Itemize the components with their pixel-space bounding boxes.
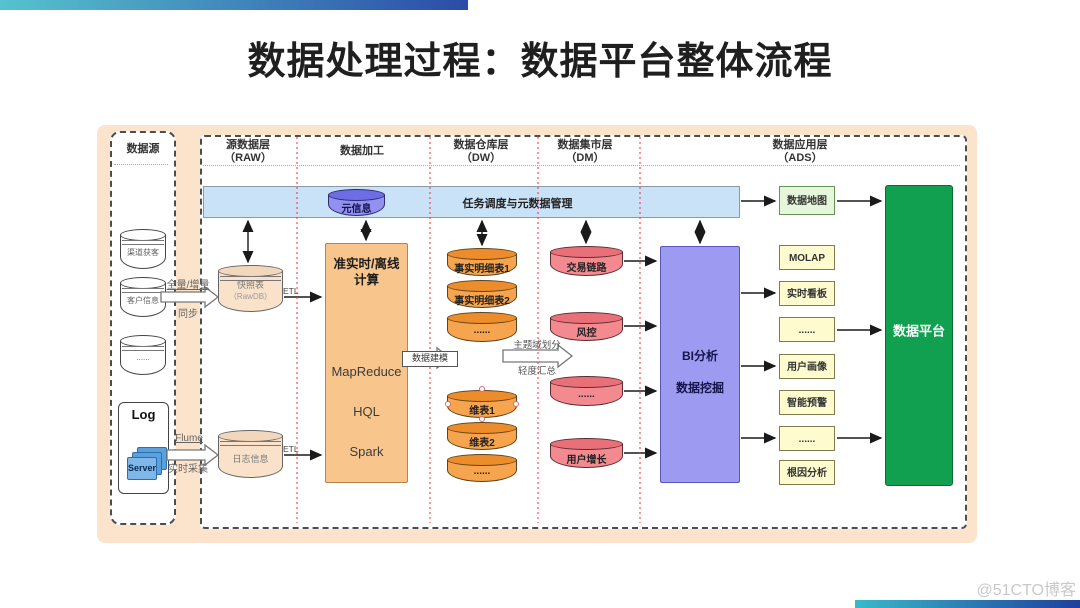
- mart-cylinder-trade: 交易链路: [550, 246, 623, 276]
- app-box-rootcause: 根因分析: [779, 460, 835, 485]
- mart-cylinder-more: ......: [550, 376, 623, 406]
- diagram-canvas: 数据源 渠道获客 客户信息 ...... Log Server: [97, 125, 977, 543]
- top-gradient-bar: [0, 0, 468, 10]
- data-map-box: 数据地图: [779, 186, 835, 215]
- scheduler-bar-label: 任务调度与元数据管理: [462, 198, 573, 210]
- edge-label-light-agg: 轻度汇总: [517, 366, 556, 377]
- edge-label-flume: Flume: [175, 433, 203, 444]
- edge-label-sync: 同步: [178, 309, 198, 320]
- mart-cylinder-risk: 风控: [550, 312, 623, 341]
- edge-label-etl-1: ETL: [283, 286, 299, 296]
- app-box-dashboard: 实时看板: [779, 281, 835, 306]
- scheduler-bar: 任务调度与元数据管理: [203, 186, 740, 218]
- bi-box: BI分析 数据挖掘: [660, 246, 740, 483]
- column-header-dw: 数据仓库层（DW）: [453, 139, 509, 164]
- column-header-raw: 源数据层（RAW）: [224, 139, 272, 164]
- column-header-dm: 数据集市层（DM）: [557, 139, 613, 164]
- edge-label-etl-2: ETL: [283, 444, 299, 454]
- mart-cylinder-growth: 用户增长: [550, 438, 623, 468]
- edge-label-modeling: 数据建模: [402, 351, 458, 367]
- bottom-gradient-bar: [855, 600, 1080, 608]
- server-pages-icon: Server: [127, 447, 169, 483]
- column-header-processing: 数据加工: [340, 145, 384, 157]
- processing-box: 准实时/离线 计算 MapReduce HQL Spark: [325, 243, 408, 483]
- fact-table-cylinder-2: 事实明细表2: [447, 280, 517, 308]
- source-cylinder-more: ......: [120, 335, 166, 375]
- log-label: Log: [131, 407, 156, 422]
- app-box-alert: 智能预警: [779, 390, 835, 415]
- app-box-molap: MOLAP: [779, 245, 835, 270]
- engine-hql: HQL: [353, 404, 380, 419]
- log-server-box: Log Server: [118, 402, 169, 494]
- engine-mapreduce: MapReduce: [331, 364, 402, 379]
- dim-table-cylinder-more: ......: [447, 454, 517, 482]
- app-box-more-2: ......: [779, 426, 835, 451]
- data-platform-box: 数据平台: [885, 185, 953, 486]
- server-label: Server: [128, 463, 157, 473]
- dim-table-cylinder-1: 维表1: [447, 390, 517, 418]
- source-header-divider: [114, 164, 168, 165]
- meta-info-cylinder: 元信息: [328, 189, 385, 216]
- fact-table-cylinder-more: ......: [447, 312, 517, 342]
- engine-spark: Spark: [349, 444, 384, 459]
- app-box-profile: 用户画像: [779, 354, 835, 379]
- edge-label-domain-split: 主题域划分: [513, 340, 561, 351]
- logdb-cylinder: 日志信息: [218, 430, 283, 478]
- source-panel: 数据源 渠道获客 客户信息 ...... Log Server: [110, 131, 176, 525]
- slide-title: 数据处理过程：数据平台整体流程: [247, 41, 833, 83]
- edge-label-collect: 实时采集: [168, 464, 208, 475]
- column-header-source: 数据源: [126, 143, 160, 155]
- main-header-divider: [203, 165, 960, 166]
- source-cylinder-channel: 渠道获客: [120, 229, 166, 269]
- fact-table-cylinder-1: 事实明细表1: [447, 248, 517, 276]
- dim-table-cylinder-2: 维表2: [447, 422, 517, 450]
- snapshot-cylinder: 快照表（RawDB）: [218, 265, 283, 312]
- app-box-more-1: ......: [779, 317, 835, 342]
- column-header-ads: 数据应用层（ADS）: [772, 139, 828, 164]
- watermark: @51CTO博客: [976, 582, 1076, 599]
- edge-label-sync-mode: 全量/增量: [166, 280, 210, 291]
